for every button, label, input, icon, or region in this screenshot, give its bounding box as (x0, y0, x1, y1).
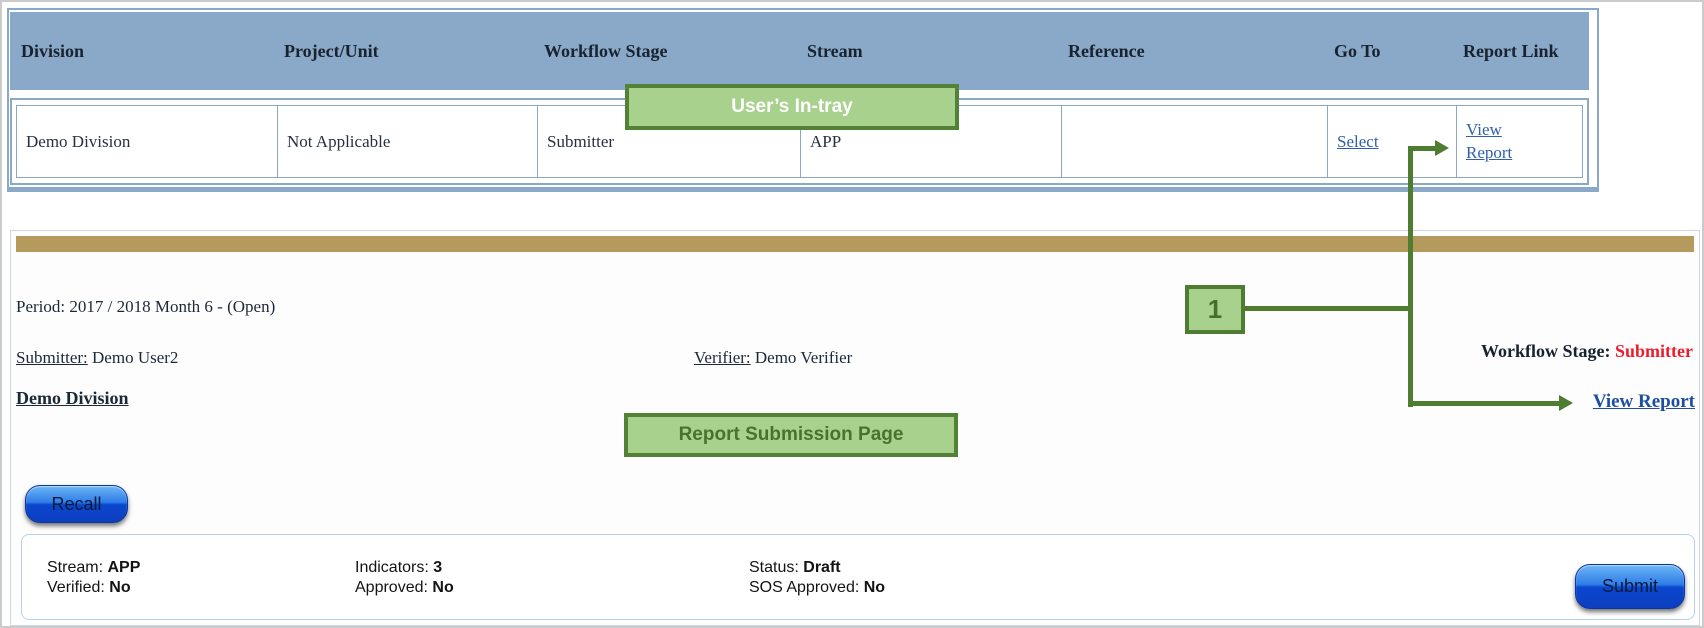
column-header-report-link: Report Link (1463, 40, 1559, 61)
submitter-text: Submitter: Demo User2 (16, 348, 178, 368)
cell-division: Demo Division (16, 105, 278, 178)
arrow-to-page-view-report-icon (1559, 395, 1573, 411)
intray-table-header-row: Division Project/Unit Workflow Stage Str… (10, 12, 1589, 90)
intray-table: Division Project/Unit Workflow Stage Str… (7, 8, 1599, 192)
verified-label: Verified: (47, 579, 105, 596)
status-card-column-1: Stream: APP Verified: No (47, 558, 140, 598)
cell-report-link: View Report (1456, 105, 1583, 178)
verified-value: No (109, 579, 131, 596)
workflow-stage-label: Workflow Stage: (1481, 341, 1611, 361)
verifier-text: Verifier: Demo Verifier (694, 348, 852, 368)
cell-reference (1061, 105, 1328, 178)
column-header-project-unit: Project/Unit (284, 40, 379, 61)
period-label: Period: (16, 297, 66, 316)
period-value: 2017 / 2018 Month 6 - (Open) (69, 297, 276, 316)
connector-top-segment (1411, 146, 1437, 151)
indicators-value: 3 (433, 559, 443, 576)
period-text: Period: 2017 / 2018 Month 6 - (Open) (16, 297, 275, 317)
submitter-label: Submitter: (16, 348, 88, 367)
cell-project-unit: Not Applicable (277, 105, 538, 178)
submission-annotation-label: Report Submission Page (624, 413, 958, 457)
verified-row: Verified: No (47, 578, 140, 598)
view-report-link-intray[interactable]: View Report (1466, 119, 1513, 162)
intray-annotation-label: User’s In-tray (625, 84, 959, 130)
workflow-stage-text: Workflow Stage: Submitter (1481, 341, 1693, 362)
column-header-stream: Stream (807, 40, 863, 61)
verifier-value: Demo Verifier (754, 348, 853, 367)
submitter-value: Demo User2 (92, 348, 179, 367)
sos-approved-label: SOS Approved: (749, 579, 860, 596)
approved-label: Approved: (355, 579, 428, 596)
stream-row: Stream: APP (47, 558, 140, 578)
indicators-row: Indicators: 3 (355, 558, 454, 578)
panel-title-bar (16, 236, 1694, 252)
division-link[interactable]: Demo Division (16, 388, 129, 408)
recall-button[interactable]: Recall (25, 485, 128, 523)
indicators-label: Indicators: (355, 559, 429, 576)
status-card: Stream: APP Verified: No Indicators: 3 A… (21, 534, 1695, 620)
approved-row: Approved: No (355, 578, 454, 598)
approved-value: No (432, 579, 454, 596)
column-header-workflow-stage: Workflow Stage (544, 40, 668, 61)
arrow-to-intray-view-report-icon (1435, 140, 1449, 156)
connector-step-segment (1245, 306, 1408, 311)
status-card-column-2: Indicators: 3 Approved: No (355, 558, 454, 598)
sos-approved-row: SOS Approved: No (749, 578, 885, 598)
connector-bottom-segment (1411, 401, 1561, 406)
workflow-stage-value: Submitter (1615, 341, 1693, 361)
verifier-label: Verifier: (694, 348, 751, 367)
column-header-division: Division (21, 40, 85, 61)
column-header-go-to: Go To (1334, 40, 1381, 61)
status-value: Draft (803, 559, 841, 576)
view-report-link-page[interactable]: View Report (1592, 391, 1695, 412)
sos-approved-value: No (863, 579, 886, 596)
connector-vertical-line (1408, 146, 1413, 407)
stream-label: Stream: (47, 559, 104, 576)
status-label: Status: (749, 559, 799, 576)
select-link[interactable]: Select (1337, 131, 1379, 151)
submit-button[interactable]: Submit (1575, 564, 1685, 609)
status-row: Status: Draft (749, 558, 885, 578)
stream-value: APP (107, 559, 141, 576)
step-1-marker: 1 (1185, 285, 1245, 334)
column-header-reference: Reference (1068, 40, 1145, 61)
status-card-column-3: Status: Draft SOS Approved: No (749, 558, 885, 598)
